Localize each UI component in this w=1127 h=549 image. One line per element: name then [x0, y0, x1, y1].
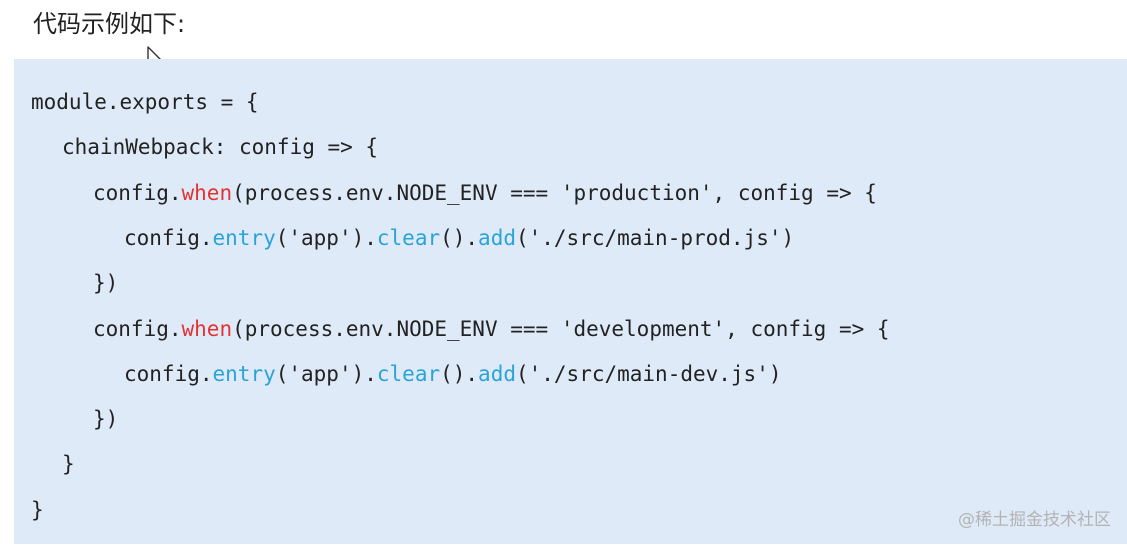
- code-token: ().: [440, 226, 479, 250]
- code-keyword: add: [478, 362, 516, 386]
- code-token: config.: [124, 226, 213, 250]
- code-token: ('./src/main-prod.js'): [515, 226, 795, 250]
- code-token: config.: [93, 181, 182, 205]
- code-line: }: [31, 495, 44, 525]
- code-token: config.: [124, 362, 213, 386]
- code-line: config.when(process.env.NODE_ENV === 'de…: [93, 314, 890, 344]
- code-token: (process.env.NODE_ENV === 'production', …: [232, 181, 877, 205]
- code-token: }): [93, 407, 119, 431]
- watermark: @稀土掘金技术社区: [958, 510, 1111, 530]
- section-heading: 代码示例如下:: [33, 10, 186, 38]
- code-line: config.when(process.env.NODE_ENV === 'pr…: [93, 178, 877, 208]
- code-keyword: entry: [212, 362, 276, 386]
- code-block: @稀土掘金技术社区 module.exports = { chainWebpack…: [14, 59, 1127, 544]
- code-line: }): [93, 268, 118, 298]
- code-token: }: [62, 452, 75, 476]
- code-keyword: when: [181, 317, 233, 341]
- code-keyword: clear: [376, 362, 441, 386]
- code-line: chainWebpack: config => {: [62, 132, 378, 162]
- code-line: config.entry('app').clear().add('./src/m…: [124, 223, 794, 253]
- code-token: config.: [93, 317, 182, 341]
- code-line: config.entry('app').clear().add('./src/m…: [124, 359, 782, 389]
- code-token: ('app').: [275, 226, 377, 250]
- code-keyword: clear: [376, 226, 441, 250]
- code-keyword: when: [181, 181, 233, 205]
- code-line: }: [62, 449, 75, 479]
- code-token: }): [93, 271, 119, 295]
- code-keyword: add: [478, 226, 516, 250]
- code-token: (process.env.NODE_ENV === 'development',…: [232, 317, 890, 341]
- code-line: }): [93, 404, 118, 434]
- code-token: ('./src/main-dev.js'): [515, 362, 782, 386]
- code-token: ('app').: [275, 362, 377, 386]
- code-line: module.exports = {: [31, 87, 259, 117]
- code-token: }: [31, 498, 44, 522]
- code-token: ().: [440, 362, 479, 386]
- code-token: chainWebpack: config => {: [62, 135, 379, 159]
- code-token: module.exports = {: [31, 90, 259, 114]
- code-keyword: entry: [212, 226, 276, 250]
